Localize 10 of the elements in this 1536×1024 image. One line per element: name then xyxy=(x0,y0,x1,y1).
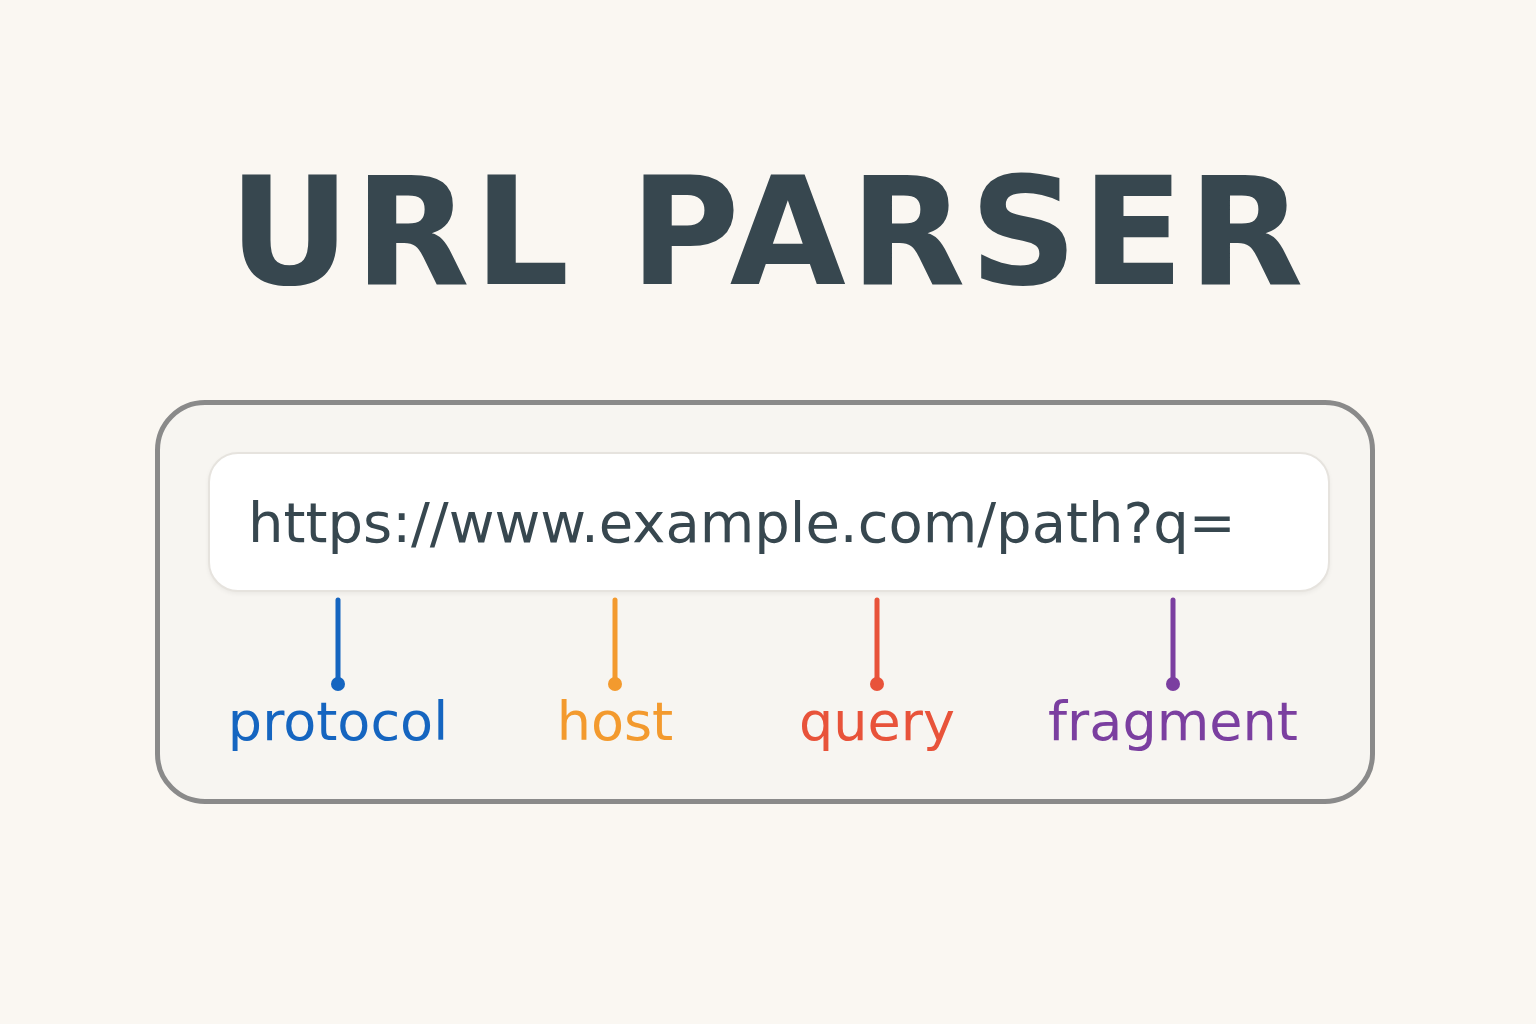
title: URL PARSER xyxy=(227,150,1309,315)
leader-line xyxy=(870,597,884,691)
leader-line xyxy=(331,597,345,691)
part-label: query xyxy=(767,690,987,762)
leader-line xyxy=(608,597,622,691)
part-label: host xyxy=(515,690,715,762)
part-label: fragment xyxy=(1033,690,1313,762)
part-label: protocol xyxy=(218,690,458,762)
leader-line xyxy=(1166,597,1180,691)
url-field: https://www.example.com/path?q= xyxy=(208,452,1330,592)
